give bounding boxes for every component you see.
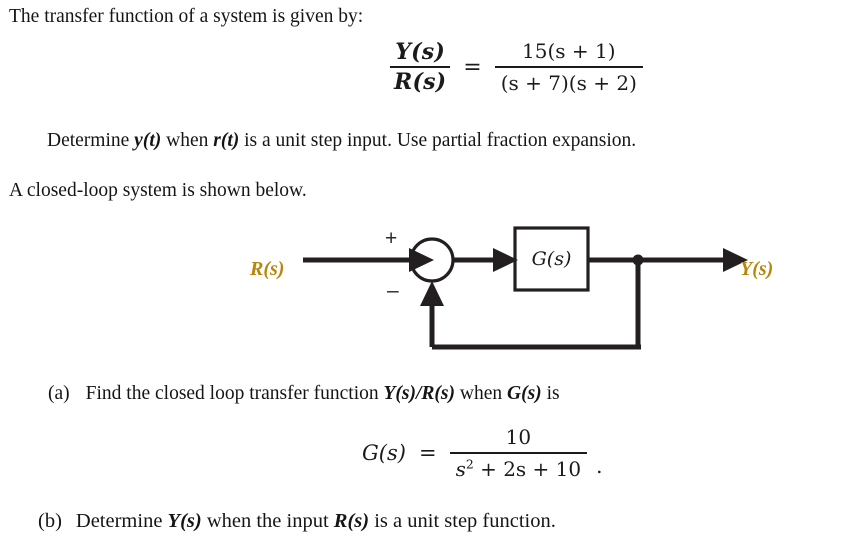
gs-equals-sign: =: [418, 441, 437, 465]
transfer-function-rhs-fraction: 15(s + 1) (s + 7)(s + 2): [494, 38, 643, 96]
determine-mid: when: [161, 130, 214, 151]
question-b-emph2: R(s): [333, 510, 370, 532]
intro-text: The transfer function of a system is giv…: [9, 6, 364, 27]
gs-denominator-lead: s: [455, 457, 466, 481]
gs-block: [513, 226, 590, 292]
block-diagram-svg: [303, 226, 748, 350]
transfer-function-lhs-fraction: Y(s) R(s): [390, 38, 451, 96]
question-b-emph1: Y(s): [167, 510, 202, 532]
equals-sign: =: [463, 54, 482, 80]
question-a-emph1: Y(s)/R(s): [383, 383, 456, 404]
question-b-post: is a unit step function.: [369, 510, 556, 532]
question-a-emph2: G(s): [507, 383, 542, 404]
summing-minus-sign: –: [387, 279, 399, 302]
gs-denominator: s2 + 2s + 10: [450, 454, 588, 482]
gs-trailing-punctuation: .: [596, 454, 603, 478]
determine-var-r: r(t): [213, 130, 240, 151]
output-arrowhead: [723, 248, 748, 272]
gs-name: G(s): [362, 441, 406, 465]
lhs-fraction-bar: [390, 66, 451, 69]
gs-numerator: 10: [505, 425, 532, 449]
question-b: (b) Determine Y(s) when the input R(s) is…: [38, 510, 556, 534]
question-b-marker: (b): [38, 510, 62, 532]
output-label-ys: Y(s): [740, 258, 774, 280]
question-a-mid: when: [455, 383, 508, 404]
question-a-marker: (a): [48, 383, 70, 404]
block-diagram: R(s) Y(s) + –: [0, 214, 862, 364]
question-a: (a) Find the closed loop transfer functio…: [48, 383, 560, 405]
question-a-pre: Find the closed loop transfer function: [85, 383, 384, 404]
question-b-mid: when the input: [201, 510, 334, 532]
gs-fraction-bar: [449, 452, 588, 454]
feedback-arrowhead: [420, 281, 444, 306]
closed-loop-text: A closed-loop system is shown below.: [9, 180, 307, 201]
lhs-denominator: R(s): [394, 69, 447, 96]
lhs-numerator: Y(s): [395, 39, 445, 65]
determine-pre: Determine: [47, 130, 135, 151]
block-input-arrowhead: [493, 248, 518, 272]
rhs-denominator: (s + 7)(s + 2): [500, 71, 637, 96]
determine-var-y: y(t): [134, 130, 162, 151]
transfer-function-equation: Y(s) R(s) = 15(s + 1) (s + 7)(s + 2): [390, 38, 643, 96]
determine-instruction: Determine y(t) when r(t) is a unit step …: [47, 130, 636, 152]
determine-post: is a unit step input. Use partial fracti…: [239, 130, 637, 151]
gs-equation: G(s) = 10 s2 + 2s + 10 .: [362, 424, 602, 482]
rhs-numerator: 15(s + 1): [522, 39, 616, 64]
input-label-rs: R(s): [250, 258, 285, 280]
gs-denominator-power: 2: [465, 456, 474, 472]
gs-denominator-rest: + 2s + 10: [473, 457, 582, 481]
question-a-post: is: [541, 383, 560, 404]
gs-fraction: 10 s2 + 2s + 10: [449, 424, 588, 482]
input-arrowhead: [409, 248, 434, 272]
question-b-pre: Determine: [75, 510, 168, 532]
summing-plus-sign: +: [385, 227, 398, 250]
rhs-fraction-bar: [494, 66, 643, 69]
